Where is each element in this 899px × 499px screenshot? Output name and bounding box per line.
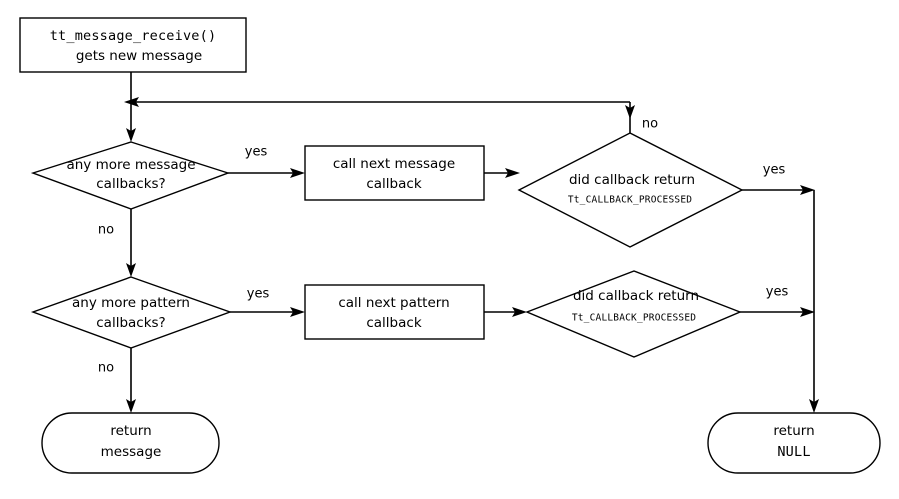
decision-pattern-callbacks-line1: any more pattern <box>72 295 190 311</box>
edge-message-callbacks-yes <box>228 168 305 178</box>
edge-right-rail-to-return-null <box>809 190 819 413</box>
edge-start-to-message-decision <box>126 72 136 142</box>
edge-pattern-callbacks-yes <box>230 307 305 317</box>
node-start-box[interactable]: tt_message_receive() gets new message <box>19 17 247 73</box>
decision-pattern-callbacks-line2: callbacks? <box>96 315 165 331</box>
decision-pattern-return-line1: did callback return <box>573 288 699 304</box>
call-message-callback-line2: callback <box>366 176 421 192</box>
edge-label-message-callbacks-yes: yes <box>245 145 268 160</box>
node-decision-pattern-return[interactable]: did callback return Tt_CALLBACK_PROCESSE… <box>525 270 742 358</box>
edge-pattern-return-yes <box>740 307 815 317</box>
return-message-line1: return <box>110 423 151 439</box>
edge-label-message-callbacks-no: no <box>98 223 114 238</box>
call-pattern-callback-line2: callback <box>366 315 421 331</box>
return-null-line2: NULL <box>777 444 810 460</box>
edge-label-message-return-yes: yes <box>763 163 786 178</box>
edge-message-callbacks-no <box>126 209 136 277</box>
edge-label-message-return-no: no <box>642 117 658 132</box>
decision-message-return-line1: did callback return <box>569 172 695 188</box>
node-return-message[interactable]: return message <box>41 412 220 474</box>
decision-message-callbacks-line2: callbacks? <box>96 176 165 192</box>
call-message-callback-line1: call next message <box>333 156 455 172</box>
edge-label-pattern-return-yes: yes <box>766 285 789 300</box>
start-box-line2: gets new message <box>76 48 202 64</box>
node-call-message-callback-box[interactable]: call next message callback <box>304 145 485 201</box>
node-decision-message-callbacks[interactable]: any more message callbacks? <box>30 141 231 210</box>
edge-label-pattern-callbacks-no: no <box>98 361 114 376</box>
edge-label-pattern-callbacks-yes: yes <box>247 287 270 302</box>
decision-message-return-line2: Tt_CALLBACK_PROCESSED <box>568 195 692 206</box>
node-call-pattern-callback-box[interactable]: call next pattern callback <box>304 284 485 340</box>
return-message-line2: message <box>101 444 162 460</box>
edge-message-return-yes <box>742 185 815 195</box>
decision-pattern-return-line2: Tt_CALLBACK_PROCESSED <box>572 313 696 324</box>
call-pattern-callback-line1: call next pattern <box>338 295 449 311</box>
node-decision-pattern-callbacks[interactable]: any more pattern callbacks? <box>30 276 233 349</box>
start-box-line1: tt_message_receive() <box>50 28 217 44</box>
node-decision-message-return[interactable]: did callback return Tt_CALLBACK_PROCESSE… <box>517 132 744 248</box>
edge-pattern-callbacks-no <box>126 348 136 413</box>
decision-message-callbacks-line1: any more message <box>66 157 195 173</box>
edge-call-message-to-return-decision <box>484 168 520 178</box>
node-return-null[interactable]: return NULL <box>707 412 881 474</box>
return-null-line1: return <box>773 423 814 439</box>
edge-call-pattern-to-return-decision <box>484 307 527 317</box>
